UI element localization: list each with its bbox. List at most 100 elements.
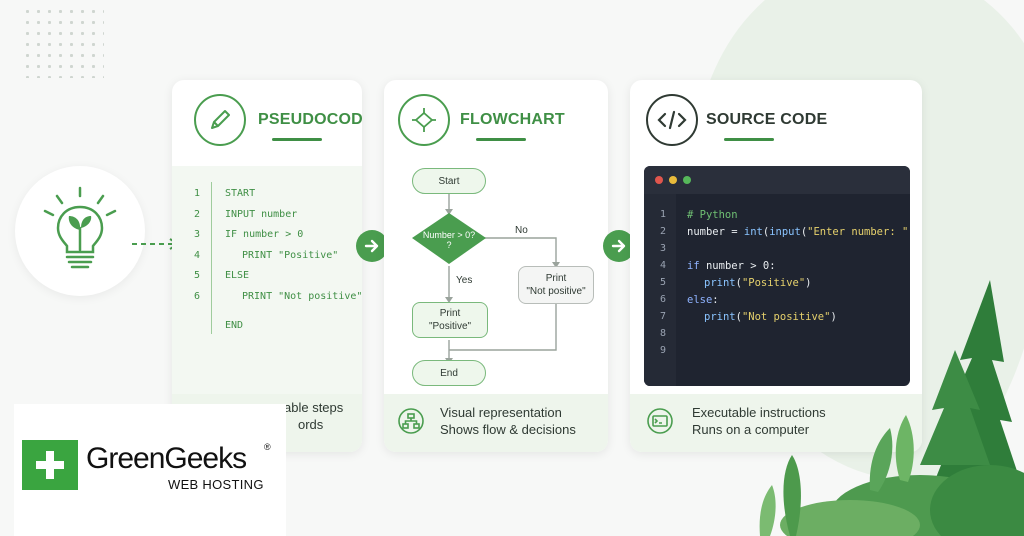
line-number: 5 <box>659 277 666 288</box>
code-line-5: print("Positive") <box>704 277 811 289</box>
line-number: 6 <box>659 294 666 305</box>
flowchart-icon <box>398 94 450 146</box>
code-token: number = <box>687 226 744 238</box>
pseudocode-indent-bar <box>211 182 212 334</box>
code-token: ( <box>762 226 770 238</box>
line-number: 3 <box>659 243 666 254</box>
close-dot <box>655 176 663 184</box>
line-number: 1 <box>193 188 200 199</box>
lightbulb-icon <box>43 186 117 269</box>
code-token: "Enter number: " <box>807 226 909 238</box>
code-comment: # Python <box>687 209 738 221</box>
line-number: 2 <box>659 226 666 237</box>
line-number: 9 <box>659 345 666 356</box>
code-token: ( <box>735 277 742 289</box>
code-line-7: print("Not positive") <box>704 311 837 323</box>
arrow-right-icon <box>356 230 388 262</box>
code-token: number > 0: <box>699 260 776 272</box>
source-code-title: SOURCE CODE <box>706 111 828 128</box>
end-node: End <box>412 360 486 386</box>
code-icon <box>646 94 698 146</box>
footer-line-2: ords <box>298 417 324 432</box>
line-number: 7 <box>659 311 666 322</box>
dot-grid-decoration <box>22 6 104 78</box>
code-token: print <box>704 311 736 323</box>
maximize-dot <box>683 176 691 184</box>
hierarchy-icon <box>398 408 424 438</box>
decision-subtext: ? <box>446 240 452 250</box>
line-number: 5 <box>193 270 200 281</box>
footer-line-2: Shows flow & decisions <box>440 422 576 437</box>
arrow-right-icon <box>603 230 635 262</box>
line-number: 8 <box>659 328 666 339</box>
code-token: input <box>769 226 801 238</box>
line-number: 1 <box>659 209 666 220</box>
logo-name: GreenGeeks <box>86 442 247 475</box>
pseudocode-line: ELSE <box>225 270 250 281</box>
flowchart-card-header: FLOWCHART <box>384 80 608 166</box>
node-line: Print <box>545 273 567 284</box>
pseudocode-line: START <box>225 188 256 199</box>
flowchart-connectors <box>412 194 560 364</box>
decision-text: Number > 0? <box>422 230 476 240</box>
pseudocode-line: END <box>225 320 244 331</box>
decision-diamond <box>412 213 486 264</box>
line-number: 4 <box>193 250 200 261</box>
terminal-icon <box>646 408 674 438</box>
editor-titlebar <box>644 166 910 194</box>
line-number: 6 <box>193 291 200 302</box>
flowchart-card: FLOWCHART Start Number > 0? ? No Yes Pri… <box>384 80 608 452</box>
code-line-2: number = int(input("Enter number: ")) <box>687 226 910 238</box>
pseudocode-card-header: PSEUDOCODE <box>172 80 362 166</box>
code-token: print <box>704 277 736 289</box>
trees-illustration <box>759 280 1024 536</box>
code-line-4: if number > 0: <box>687 260 776 272</box>
pseudocode-title: PSEUDOCODE <box>258 111 362 128</box>
node-line: "Positive" <box>428 321 472 332</box>
footer-line-1: Executable instructions <box>692 405 826 420</box>
no-branch-label: No <box>515 225 528 236</box>
flowchart-title: FLOWCHART <box>460 111 565 128</box>
code-token: : <box>712 294 719 306</box>
line-number: 2 <box>193 209 200 220</box>
start-node: Start <box>412 168 486 194</box>
code-token: ( <box>800 226 808 238</box>
code-token: ( <box>735 311 742 323</box>
logo-subtitle: WEB HOSTING <box>168 477 264 492</box>
decision-node: Number > 0? ? <box>420 230 478 250</box>
minimize-dot <box>669 176 677 184</box>
source-code-card-header: SOURCE CODE <box>630 80 922 166</box>
pencil-icon <box>194 94 246 146</box>
title-underline <box>272 138 322 141</box>
pseudocode-line: PRINT "Not positive" <box>242 291 362 302</box>
flowchart-footer: Visual representation Shows flow & decis… <box>384 394 608 452</box>
pseudocode-line: INPUT number <box>225 209 298 220</box>
code-token: ) <box>805 277 812 289</box>
code-token: else <box>687 294 713 306</box>
pseudocode-line: PRINT "Positive" <box>242 250 339 261</box>
source-code-card: SOURCE CODE 1 2 3 4 5 6 7 8 9 # Python n… <box>630 80 922 452</box>
code-editor: 1 2 3 4 5 6 7 8 9 # Python number = int(… <box>644 166 910 386</box>
print-positive-node: Print "Positive" <box>412 302 488 338</box>
code-token: "Not positive" <box>741 311 831 323</box>
code-token: )) <box>908 226 910 238</box>
print-not-positive-node: Print "Not positive" <box>518 266 594 304</box>
node-line: Print <box>439 308 461 319</box>
line-number: 4 <box>659 260 666 271</box>
title-underline <box>476 138 526 141</box>
node-line: "Not positive" <box>526 286 586 297</box>
source-code-footer: Executable instructions Runs on a comput… <box>630 394 922 452</box>
line-gutter: 1 2 3 4 5 6 7 8 9 <box>644 194 676 386</box>
code-token: ) <box>830 311 837 323</box>
footer-line-1: able steps <box>284 400 344 415</box>
code-line-6: else: <box>687 294 719 306</box>
footer-line-2: Runs on a computer <box>692 422 810 437</box>
logo-plus-icon <box>22 440 78 490</box>
footer-line-1: Visual representation <box>440 405 562 420</box>
code-token: if <box>687 260 700 272</box>
line-number: 3 <box>193 229 200 240</box>
greengeeks-logo: GreenGeeks ® WEB HOSTING <box>14 404 286 536</box>
code-token: int <box>743 226 763 238</box>
idea-bulb-badge <box>15 166 145 296</box>
title-underline <box>724 138 774 141</box>
